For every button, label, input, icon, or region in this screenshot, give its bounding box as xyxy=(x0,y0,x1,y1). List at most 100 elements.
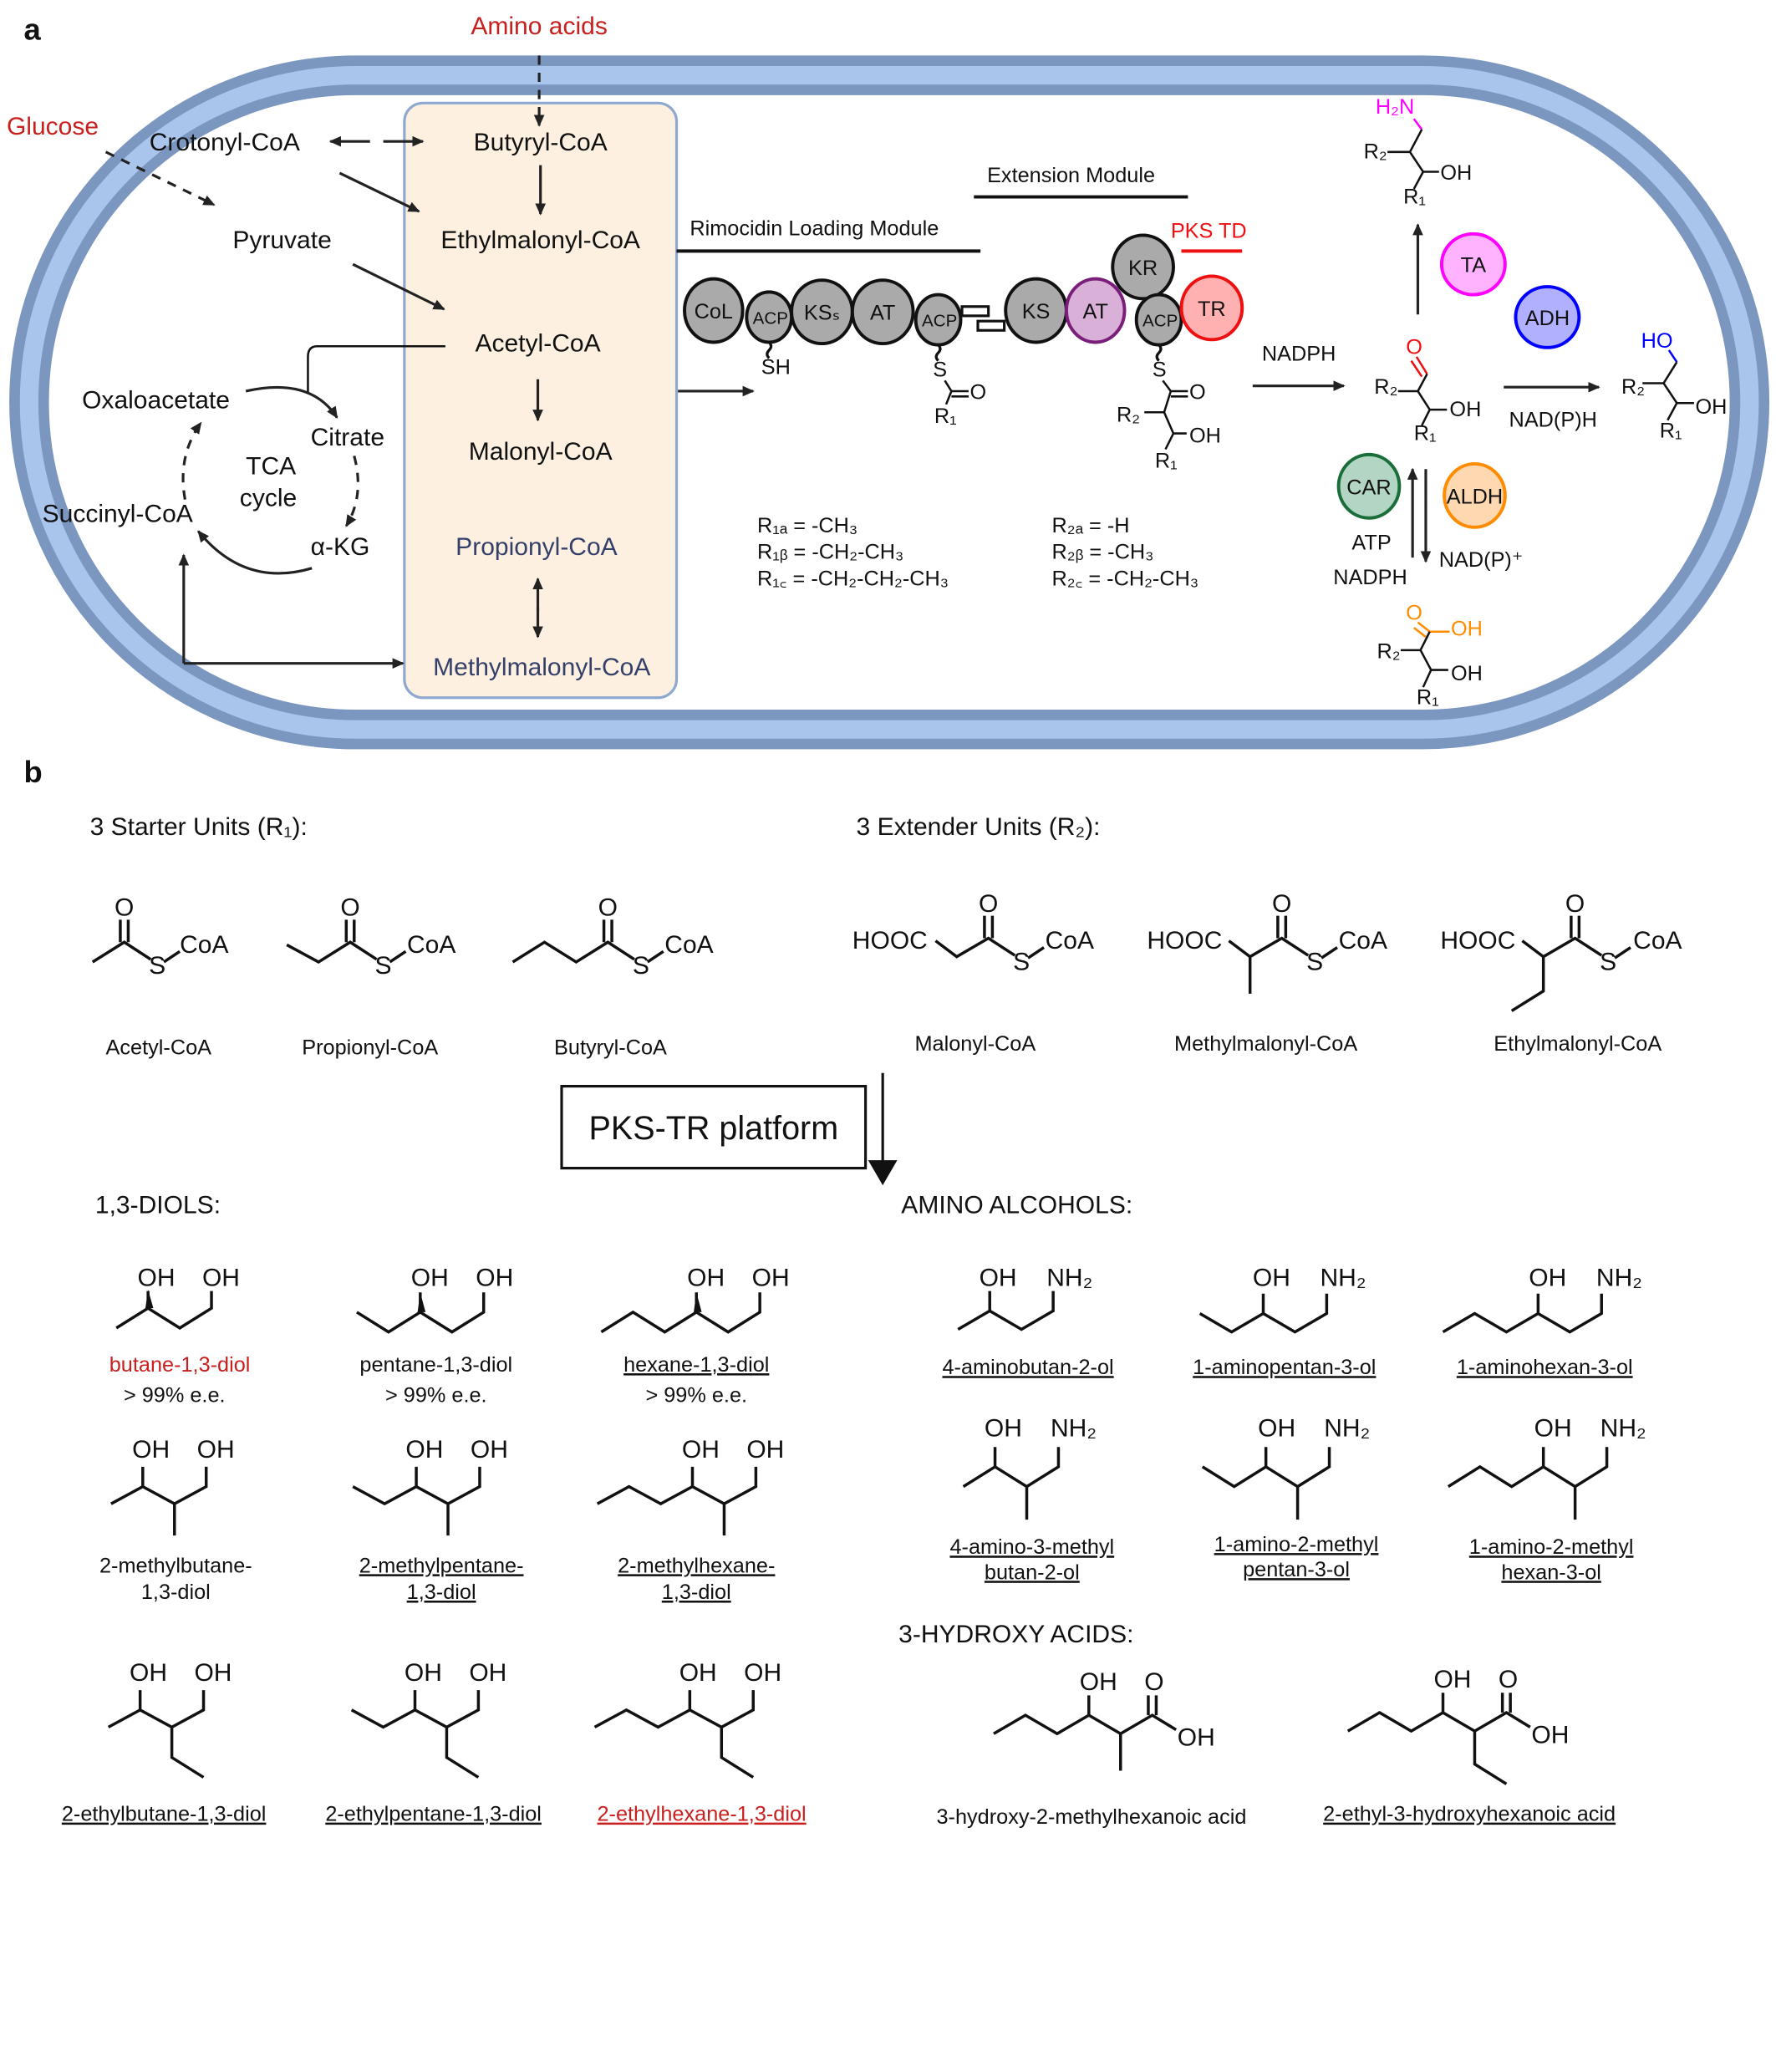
r1-label: R₁ xyxy=(934,405,957,428)
oh: OH xyxy=(1534,1415,1572,1443)
nadp-plus-label: NAD(P)⁺ xyxy=(1439,548,1523,572)
domain-col-label: CoL xyxy=(695,300,733,323)
r1-label: R₁ xyxy=(1660,419,1682,442)
enzyme-adh-label: ADH xyxy=(1525,307,1570,330)
domain-at-loading xyxy=(850,278,915,346)
acp-tethered-intermediates: SH S O R₁ S O R₂ OH R₁ xyxy=(761,341,1221,473)
platform-label: PKS-TR platform xyxy=(588,1110,838,1147)
domain-kr-label: KR xyxy=(1128,257,1158,280)
aldehyde-oxygen: O xyxy=(1406,336,1422,359)
domain-at-extension xyxy=(1064,277,1127,344)
domain-acp-1-label: ACP xyxy=(753,308,788,328)
glucose-label: Glucose xyxy=(7,113,99,140)
enzyme-aldh xyxy=(1443,461,1507,529)
succinyl-coa: Succinyl-CoA xyxy=(43,500,193,527)
r2-label: R₂ xyxy=(1374,375,1397,399)
starter-structures: O S CoA O S CoA O S CoA xyxy=(91,894,714,980)
diol-hexane: hexane-1,3-diol xyxy=(623,1353,769,1377)
oh: OH xyxy=(1080,1668,1117,1696)
extender-units-title: 3 Extender Units (R₂): xyxy=(857,813,1101,841)
extender-ethylmalonyl-coa: Ethylmalonyl-CoA xyxy=(1494,1032,1662,1056)
acetyl-coa: Acetyl-CoA xyxy=(475,330,600,358)
hydroxy-acid-structures: OH O OH OH O OH xyxy=(993,1666,1569,1785)
domain-acp-3-label: ACP xyxy=(1142,312,1178,331)
sulfur-atom: S xyxy=(633,952,649,980)
r2c-definition: R₂꜀ = -CH₂-CH₃ xyxy=(1052,567,1199,590)
amino-aminopentanol: 1-aminopentan-3-ol xyxy=(1193,1356,1376,1379)
hooc-label: HOOC xyxy=(852,927,928,955)
docking-linker xyxy=(976,319,1006,332)
starter-butyryl-coa: Butyryl-CoA xyxy=(554,1036,667,1060)
oxygen-label: O xyxy=(1189,380,1206,404)
sulfur-atom: S xyxy=(149,952,165,980)
sulfur-atom: S xyxy=(1013,948,1030,975)
atp-label: ATP xyxy=(1351,532,1391,555)
diol-methylbutane-2: 1,3-diol xyxy=(141,1581,211,1604)
oh: OH xyxy=(405,1436,443,1464)
enzyme-ta-label: TA xyxy=(1461,254,1487,277)
oh: OH xyxy=(682,1436,720,1464)
oh: OH xyxy=(469,1659,506,1687)
diols-title: 1,3-DIOLS: xyxy=(95,1191,221,1219)
enzyme-ta xyxy=(1439,232,1507,297)
sulfur-label: S xyxy=(1153,359,1167,382)
diol-ethylpentane: 2-ethylpentane-1,3-diol xyxy=(325,1803,542,1826)
amino-aminobutanol: 4-aminobutan-2-ol xyxy=(942,1356,1113,1379)
aldehyde-intermediate: O R₂ OH R₁ xyxy=(1374,336,1481,445)
coa-pool-box xyxy=(403,101,679,700)
sulfur-atom: S xyxy=(1306,948,1323,975)
diol-methylhexane: 2-methylhexane- xyxy=(618,1554,775,1577)
oh: OH xyxy=(197,1436,235,1464)
oh: OH xyxy=(137,1264,175,1291)
diol-hexane-ee: > 99% e.e. xyxy=(645,1383,747,1407)
diol-methylpentane-2: 1,3-diol xyxy=(407,1581,476,1604)
oxygen-atom: O xyxy=(340,894,359,922)
hydroxyl-label: OH xyxy=(1440,161,1472,185)
extender-malonyl-coa: Malonyl-CoA xyxy=(914,1032,1036,1056)
hydroxy-acid-methylhexanoic: 3-hydroxy-2-methylhexanoic acid xyxy=(936,1805,1246,1829)
r2b-definition: R₂ᵦ = -CH₃ xyxy=(1052,541,1154,564)
amino-alcohol-structures: OH NH₂ OH NH₂ OH NH₂ OH NH₂ OH NH₂ OH NH… xyxy=(957,1264,1646,1520)
oxygen-atom: O xyxy=(1272,890,1291,918)
oh: OH xyxy=(980,1264,1017,1291)
extension-module-title: Extension Module xyxy=(987,164,1155,187)
starter-propionyl-coa: Propionyl-CoA xyxy=(302,1036,438,1060)
tca-label-2: cycle xyxy=(240,485,297,512)
r1-label: R₁ xyxy=(1417,686,1439,710)
oh: OH xyxy=(679,1659,717,1687)
oh: OH xyxy=(1178,1723,1215,1751)
domain-tr-label: TR xyxy=(1198,298,1226,321)
pyruvate: Pyruvate xyxy=(232,227,331,254)
hooc-label: HOOC xyxy=(1440,927,1515,955)
diol-pentane: pentane-1,3-diol xyxy=(359,1353,512,1377)
diol-structures: OH OH OH OH OH OH OH OH OH OH OH OH OH O… xyxy=(107,1264,790,1779)
oh: OH xyxy=(130,1659,167,1687)
oxaloacetate: Oxaloacetate xyxy=(82,387,230,415)
oh: OH xyxy=(687,1264,725,1291)
diol-methylhexane-2: 1,3-diol xyxy=(662,1581,731,1604)
oh: OH xyxy=(411,1264,449,1291)
hydroxyl-label: OH xyxy=(1695,395,1727,419)
oxygen-atom: O xyxy=(1144,1668,1163,1696)
domain-kr xyxy=(1111,233,1175,301)
oxygen-label: O xyxy=(970,380,987,404)
amino-methylhexanol: 1-amino-2-methyl xyxy=(1469,1535,1634,1559)
sulfur-label: S xyxy=(933,359,947,382)
oh: OH xyxy=(1529,1264,1566,1291)
coa-label: CoA xyxy=(180,931,228,959)
r1-label: R₁ xyxy=(1155,450,1178,473)
hydroxy-acid-ethylhexanoic: 2-ethyl-3-hydroxyhexanoic acid xyxy=(1323,1803,1616,1826)
r1b-definition: R₁ᵦ = -CH₂-CH₃ xyxy=(757,541,903,564)
oh: OH xyxy=(1433,1666,1471,1693)
r2-label: R₂ xyxy=(1377,639,1400,663)
ethylmalonyl-coa: Ethylmalonyl-CoA xyxy=(440,227,640,254)
oh: OH xyxy=(1258,1415,1295,1443)
hydroxyl-label: OH xyxy=(1449,398,1481,421)
metabolic-arrows xyxy=(104,55,755,669)
diol-ethylbutane: 2-ethylbutane-1,3-diol xyxy=(62,1803,267,1826)
cell-membrane xyxy=(9,55,1770,750)
amino-methylpentanol-2: pentan-3-ol xyxy=(1243,1558,1350,1581)
oh: OH xyxy=(405,1659,442,1687)
oxygen-atom: O xyxy=(979,890,998,918)
